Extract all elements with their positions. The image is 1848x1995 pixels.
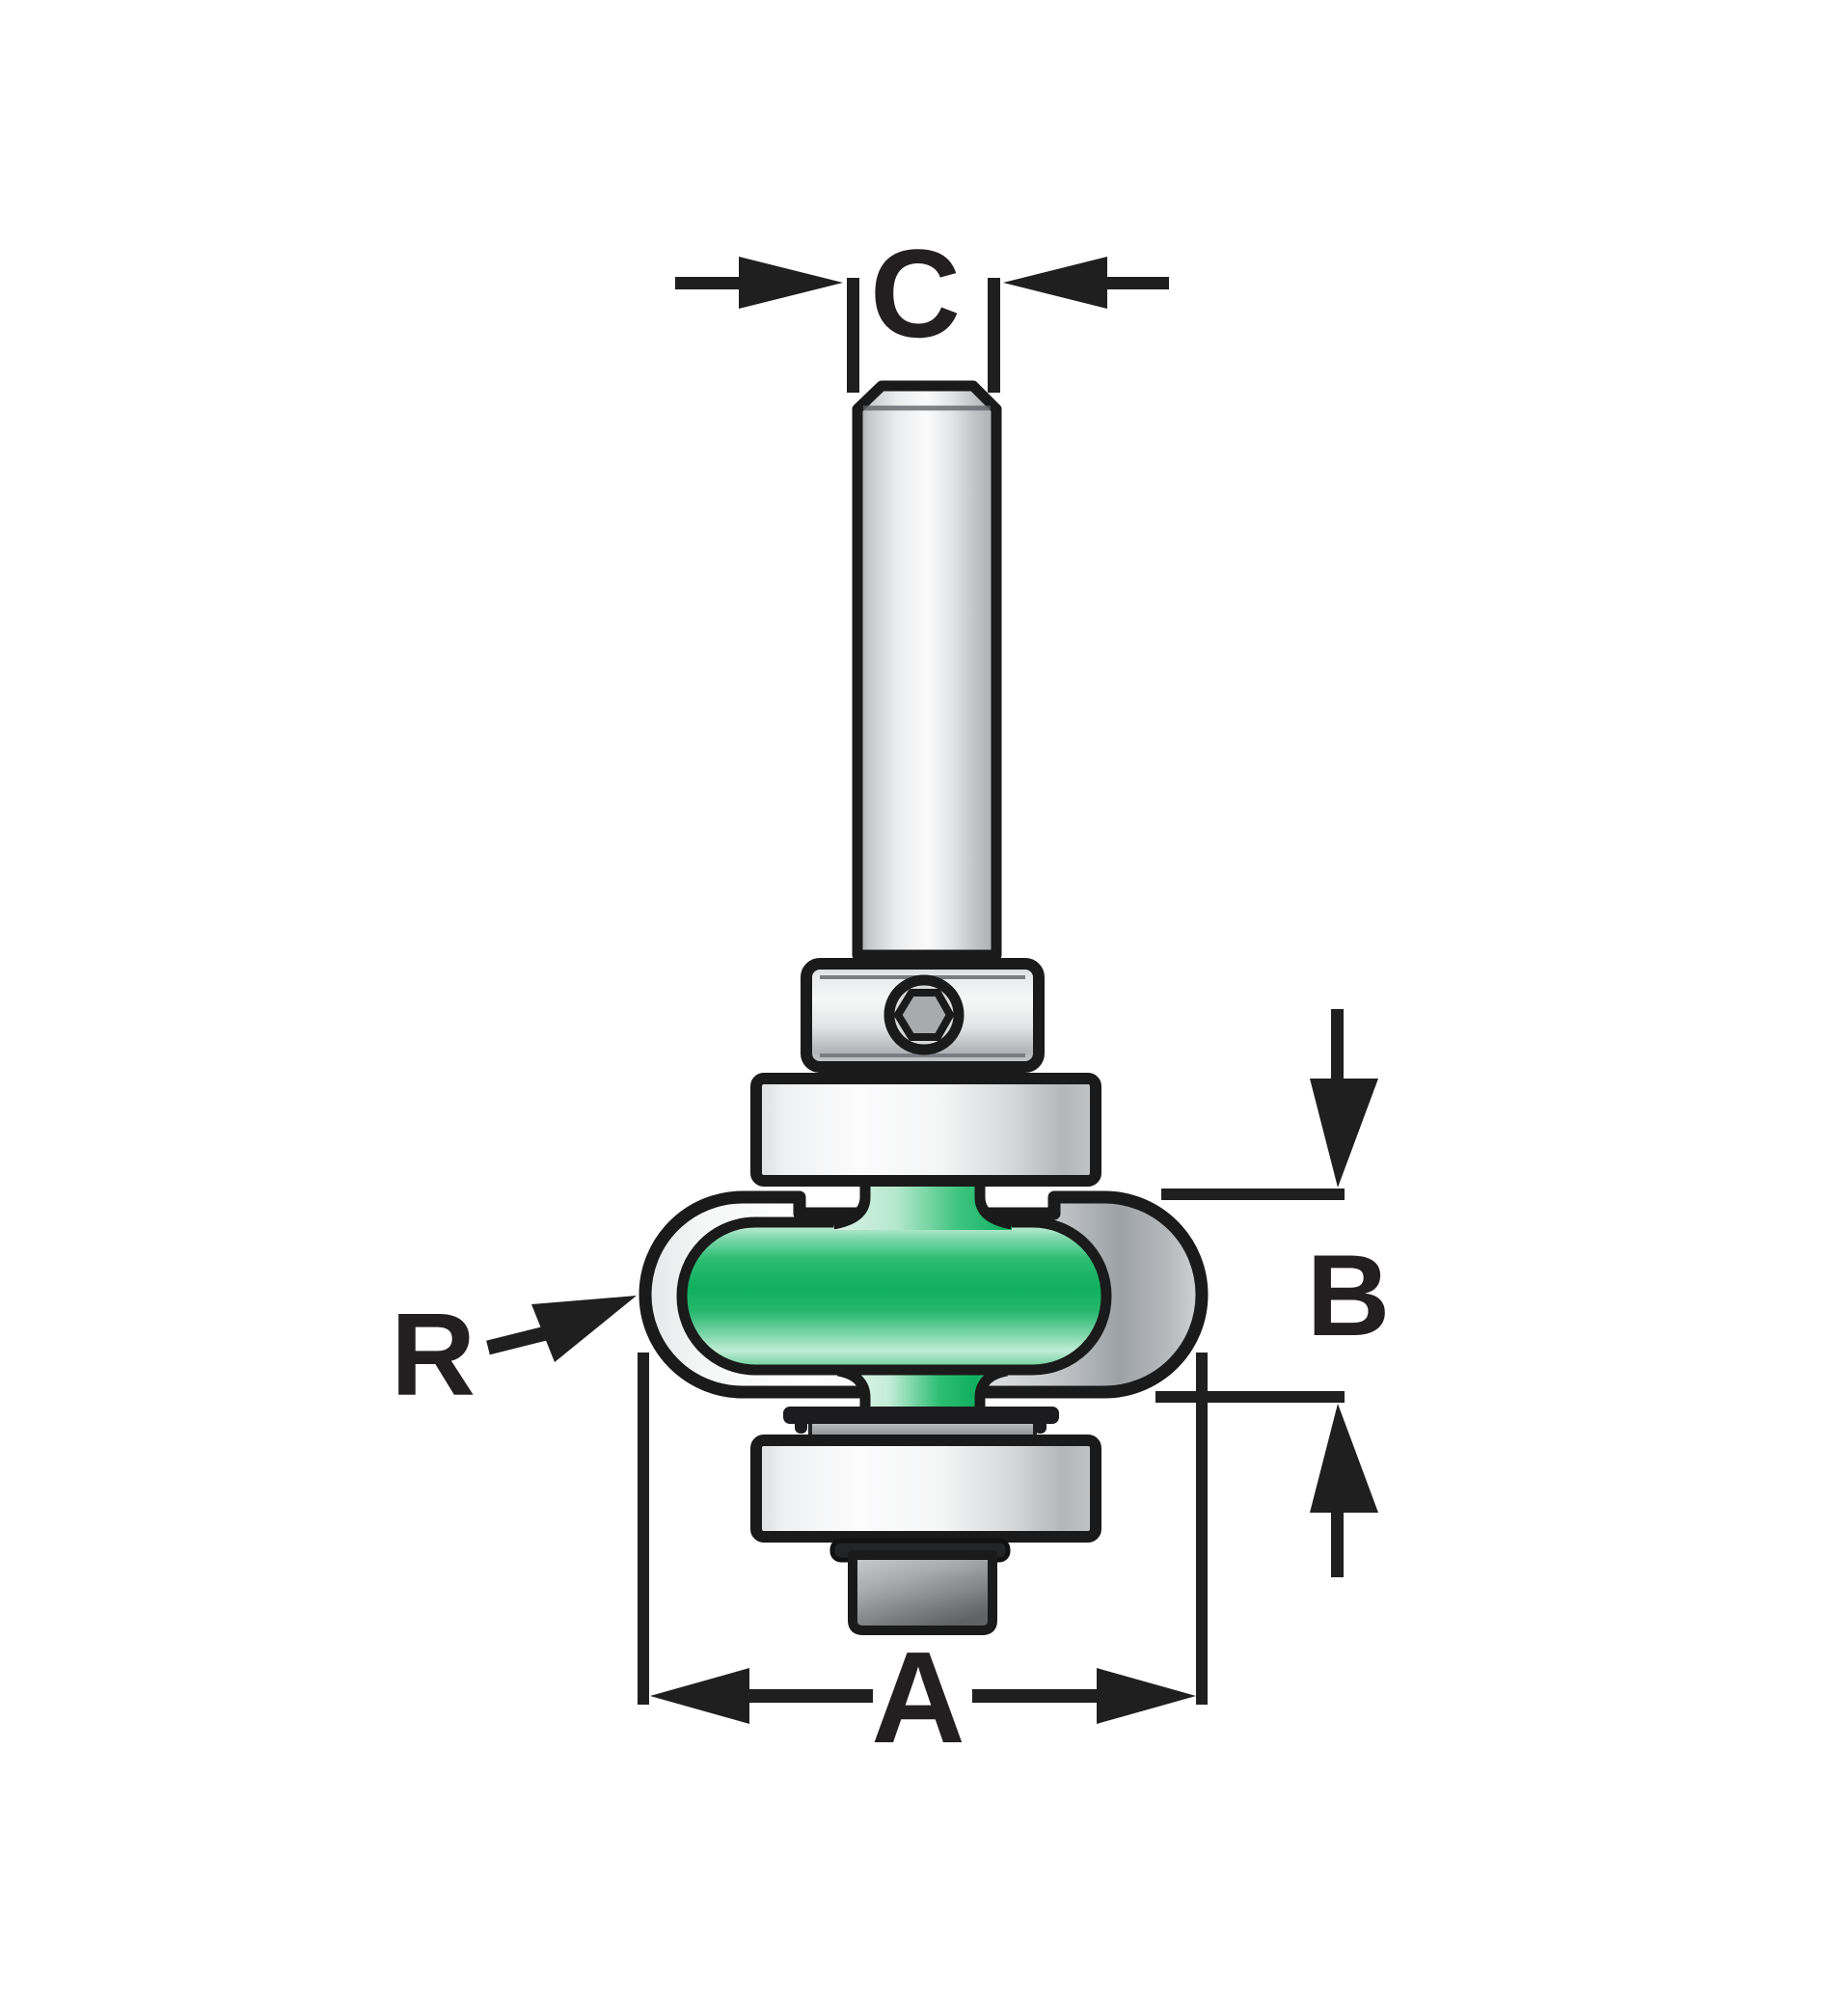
- pilot-bearing: [750, 1435, 1101, 1543]
- cutter-neck-upper-edge-left: [831, 1178, 871, 1230]
- c-arrow-shaft-right: [1103, 277, 1169, 289]
- c-arrowhead-left: [739, 257, 843, 309]
- arbor-nut: [848, 1550, 997, 1635]
- c-extension-tick-right: [988, 278, 1000, 393]
- a-extension-line-right: [1196, 1353, 1208, 1705]
- b-arrow-shaft-bottom: [1331, 1508, 1344, 1577]
- dim-label-c: C: [870, 223, 961, 364]
- shank: [852, 380, 1002, 961]
- a-extension-line-left: [638, 1353, 649, 1705]
- r-leader-arrowhead: [531, 1296, 637, 1362]
- b-arrow-shaft-top: [1331, 1009, 1344, 1084]
- cutter-neck-upper-edge-right: [974, 1178, 1014, 1230]
- a-arrowhead-left: [650, 1668, 749, 1724]
- c-arrow-shaft-left: [675, 277, 743, 289]
- r-leader-shaft: [486, 1325, 548, 1355]
- c-extension-tick-left: [847, 278, 859, 393]
- hex-key-icon: [894, 989, 954, 1041]
- b-reference-line-top: [1161, 1189, 1345, 1200]
- carbide-cutting-edge: [676, 1216, 1112, 1376]
- a-arrow-shaft-right: [972, 1689, 1097, 1703]
- washer-tab-right: [1034, 1407, 1046, 1434]
- top-bearing: [750, 1073, 1101, 1187]
- cutter-neck-lower: [838, 1366, 1007, 1412]
- b-arrowhead-down: [1310, 1079, 1378, 1188]
- b-arrowhead-up: [1310, 1404, 1378, 1513]
- c-arrowhead-right: [1003, 257, 1107, 309]
- washer: [783, 1407, 1059, 1424]
- dim-label-r: R: [391, 1289, 476, 1420]
- cutter-neck-upper: [833, 1178, 1012, 1230]
- a-arrow-shaft-left: [749, 1689, 873, 1703]
- washer-tab-left: [795, 1407, 807, 1434]
- dim-label-b: B: [1307, 1231, 1391, 1360]
- dim-label-a: A: [871, 1625, 965, 1770]
- a-arrowhead-right: [1097, 1668, 1196, 1724]
- b-reference-line-bottom: [1155, 1391, 1345, 1403]
